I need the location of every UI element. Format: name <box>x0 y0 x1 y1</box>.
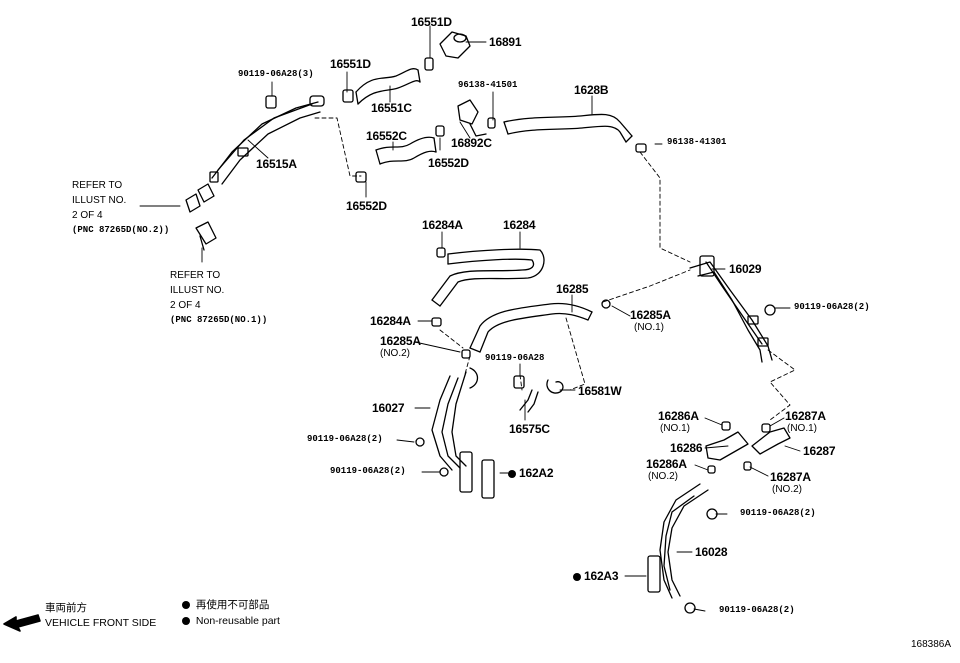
part-label-96138-41301: 96138-41301 <box>667 137 727 147</box>
non-reusable-marker <box>182 601 190 609</box>
legend-nonreuse-jp: 再使用不可部品 <box>182 600 269 611</box>
bracket-16581W-art <box>513 375 564 413</box>
part-label-16027: 16027 <box>372 401 405 415</box>
non-reusable-marker <box>182 617 190 625</box>
non-reusable-marker <box>573 573 581 581</box>
part-note-16285A-left: (NO.2) <box>380 348 410 359</box>
hose-16892C-art <box>457 99 496 137</box>
part-label-90119-06A28-2-b: 90119-06A28(2) <box>307 434 383 444</box>
part-label-96138-41501: 96138-41501 <box>458 80 518 90</box>
legend-nonreuse-en: Non-reusable part <box>182 616 280 627</box>
legend-nonreuse-en-text: Non-reusable part <box>195 615 280 627</box>
part-label-16286A-top: 16286A <box>658 409 699 423</box>
part-label-16287A-top: 16287A <box>785 409 826 423</box>
reference-note-line: REFER TO <box>72 180 123 191</box>
part-note-16285A-right: (NO.1) <box>634 322 664 333</box>
pipe-16027-art <box>415 367 495 499</box>
part-label-16551C: 16551C <box>371 101 412 115</box>
reference-note-line: REFER TO <box>170 270 221 281</box>
pipe-16515A-art <box>185 95 325 251</box>
hose-16284-art <box>431 247 545 327</box>
part-label-16581W: 16581W <box>578 384 622 398</box>
part-label-16286: 16286 <box>670 441 703 455</box>
part-label-16029: 16029 <box>729 262 762 276</box>
hoses-16286-16287-art <box>705 421 791 474</box>
part-label-16287A-bottom: 16287A <box>770 470 811 484</box>
part-label-1628B: 1628B <box>574 83 609 97</box>
part-label-16515A: 16515A <box>256 157 297 171</box>
part-label-16552D-bottom: 16552D <box>346 199 387 213</box>
reference-note-pnc: (PNC 87265D(NO.2)) <box>72 225 170 235</box>
part-label-90119-06A28: 90119-06A28 <box>485 353 545 363</box>
non-reusable-marker <box>508 470 516 478</box>
part-label-16028: 16028 <box>695 545 728 559</box>
part-label-16551D-top: 16551D <box>411 15 452 29</box>
pipe-16028-art <box>647 483 718 614</box>
part-label-16551D-left: 16551D <box>330 57 371 71</box>
part-label-90119-06A28-2-e: 90119-06A28(2) <box>719 605 795 615</box>
part-label-162A3: 162A3 <box>573 569 619 583</box>
leader-lines <box>139 25 801 612</box>
part-label-90119-06A28-3: 90119-06A28(3) <box>238 69 314 79</box>
part-note-16287A-bottom: (NO.2) <box>772 484 802 495</box>
legend-front-jp: 車両前方 <box>45 602 87 614</box>
vehicle-front-arrow <box>3 614 41 632</box>
reference-note-upper: REFER TO ILLUST NO. 2 OF 4 (PNC 87265D(N… <box>72 178 169 238</box>
part-label-90119-06A28-2-c: 90119-06A28(2) <box>330 466 406 476</box>
part-note-16286A-top: (NO.1) <box>660 423 690 434</box>
legend-front-en: VEHICLE FRONT SIDE <box>45 617 157 629</box>
hose-16552C-art <box>355 125 445 183</box>
part-label-16891: 16891 <box>489 35 522 49</box>
part-label-90119-06A28-2-a: 90119-06A28(2) <box>794 302 870 312</box>
part-label-16284: 16284 <box>503 218 536 232</box>
hose-1628B-art <box>503 113 647 153</box>
part-note-16287A-top: (NO.1) <box>787 423 817 434</box>
part-label-16284A-left: 16284A <box>370 314 411 328</box>
illustration-id: 168386A <box>911 639 952 650</box>
reference-note-line: 2 OF 4 <box>72 210 103 221</box>
part-label-90119-06A28-2-d: 90119-06A28(2) <box>740 508 816 518</box>
reference-note-line: 2 OF 4 <box>170 300 201 311</box>
reference-note-pnc: (PNC 87265D(NO.1)) <box>170 315 268 325</box>
hose-16285-art <box>461 299 611 359</box>
part-label-16285A-right: 16285A <box>630 308 671 322</box>
part-label-16892C: 16892C <box>451 136 492 150</box>
reference-note-lower: REFER TO ILLUST NO. 2 OF 4 (PNC 87265D(N… <box>170 268 267 328</box>
hose-16891-art <box>342 31 471 103</box>
part-label-16286A-bottom: 16286A <box>646 457 687 471</box>
part-label-16552D-right: 16552D <box>428 156 469 170</box>
hose-16551C-art <box>355 68 421 105</box>
part-label-16287: 16287 <box>803 444 836 458</box>
part-label-162A2-text: 162A2 <box>519 466 554 480</box>
part-label-16284A-top: 16284A <box>422 218 463 232</box>
legend-nonreuse-jp-text: 再使用不可部品 <box>195 599 270 611</box>
part-label-16285A-left: 16285A <box>380 334 421 348</box>
part-label-16552C: 16552C <box>366 129 407 143</box>
pipe-16029-art <box>689 255 776 363</box>
part-label-162A2: 162A2 <box>508 466 554 480</box>
part-label-16285: 16285 <box>556 282 589 296</box>
reference-note-line: ILLUST NO. <box>72 195 127 206</box>
part-label-162A3-text: 162A3 <box>584 569 619 583</box>
part-note-16286A-bottom: (NO.2) <box>648 471 678 482</box>
reference-note-line: ILLUST NO. <box>170 285 225 296</box>
part-label-16575C: 16575C <box>509 422 550 436</box>
